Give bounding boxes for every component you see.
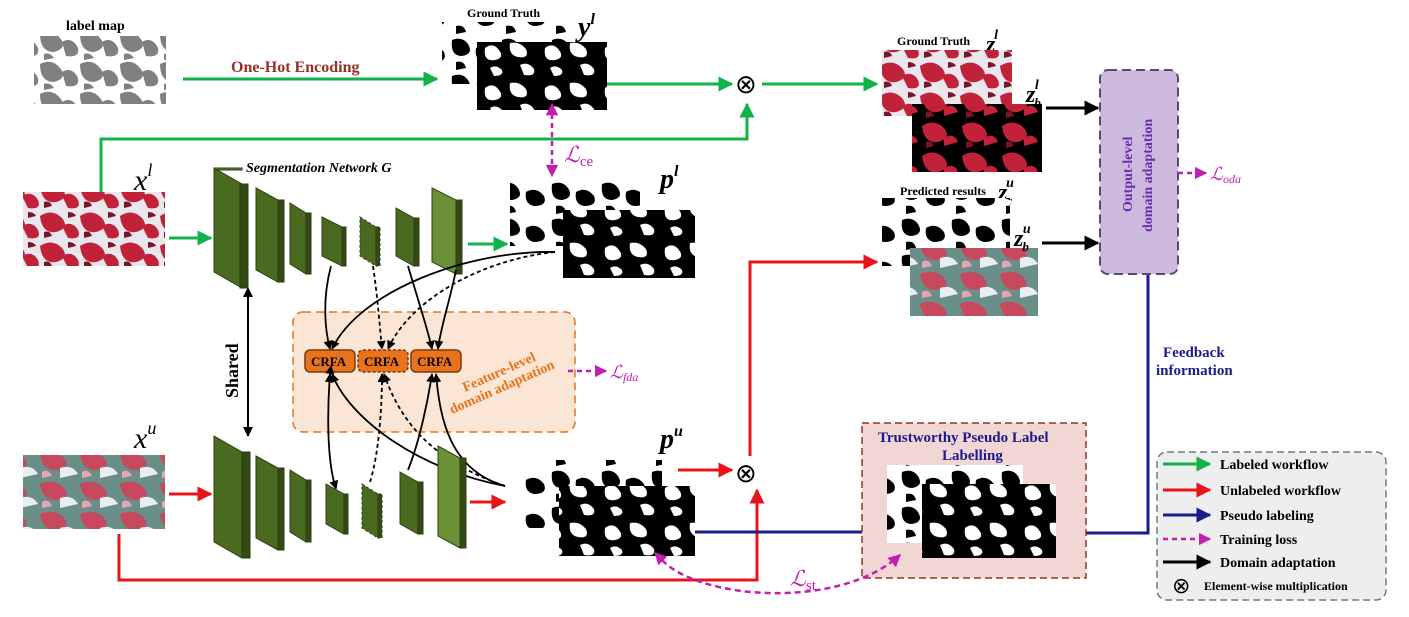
mult-to-zu-line [748, 254, 879, 456]
crfa-modules: CRFA CRFA CRFA [304, 349, 462, 373]
legend-box [1156, 451, 1387, 601]
crfa-connections [323, 251, 556, 490]
encoder-decoder-bottom [213, 435, 467, 559]
pu-front [559, 486, 695, 556]
zb-u-image [910, 248, 1038, 316]
ground-truth-top-title: Ground Truth [467, 6, 540, 20]
feedback-to-trust-line [1066, 274, 1150, 541]
crfa-2-label: CRFA [364, 354, 400, 369]
trust-label-1: Trustworthy Pseudo Label [878, 430, 1049, 446]
label-map-title: label map [66, 19, 125, 34]
legend-items: Labeled workflow Unlabeled workflow Pseu… [1163, 456, 1348, 599]
legend-label-labeled: Labeled workflow [1220, 458, 1329, 473]
symbol-pu: pu [658, 423, 683, 455]
mult-bottom: ⊗ [735, 459, 757, 489]
crfa-3 [410, 349, 462, 373]
label-map-image [34, 36, 166, 104]
target-image-xu [23, 455, 165, 529]
output-level-label-1: Output-level [1121, 136, 1136, 212]
gt-yl-front [477, 42, 607, 110]
one-hot-label: One-Hot Encoding [231, 59, 359, 76]
loss-fda: ℒfda [610, 362, 638, 384]
legend-label-mult: Element-wise multiplication [1204, 579, 1348, 593]
loss-ce: ℒce [564, 142, 594, 170]
symbol-xl: xl [133, 160, 152, 197]
seg-network-title: Segmentation Network G [246, 161, 391, 176]
predicted-results-title: Predicted results [900, 184, 986, 198]
symbol-zb-l: zbl [1025, 78, 1041, 110]
shared-label: Shared [222, 343, 242, 398]
output-level-label-2: domain adaptation [1141, 119, 1156, 232]
symbol-xu: xu [133, 418, 156, 455]
st-loss-arrow [654, 551, 901, 595]
encoder-decoder-top [213, 167, 463, 289]
symbol-zb-u: zbu [1013, 222, 1031, 254]
xl-to-mult-line [99, 102, 755, 192]
feedback-label-1: Feedback [1163, 345, 1225, 361]
feedback-label-2: information [1156, 363, 1233, 379]
pl-front [563, 210, 695, 278]
legend-label-unlabeled: Unlabeled workflow [1220, 484, 1342, 499]
mult-top: ⊗ [735, 70, 757, 100]
crfa-1-label: CRFA [311, 354, 347, 369]
ground-truth-right-title: Ground Truth [897, 34, 970, 48]
crfa-2 [357, 349, 409, 373]
zb-l-image [912, 104, 1042, 172]
legend-label-loss: Training loss [1220, 533, 1298, 548]
source-image-xl [23, 192, 165, 266]
legend-label-da: Domain adaptation [1220, 556, 1336, 571]
crfa-3-label: CRFA [417, 354, 453, 369]
loss-oda: ℒoda [1210, 164, 1241, 186]
trust-pseudo-front [922, 484, 1056, 558]
xu-to-mult-line [117, 488, 765, 582]
trust-label-2: Labelling [942, 448, 1003, 464]
output-level-box [1099, 69, 1179, 275]
loss-st: ℒst [790, 566, 817, 594]
legend-label-pseudo: Pseudo labeling [1220, 509, 1314, 524]
legend-otimes-icon: ⊗ [1172, 574, 1190, 599]
symbol-yl: yl [575, 11, 595, 43]
symbol-pl: pl [658, 163, 679, 195]
